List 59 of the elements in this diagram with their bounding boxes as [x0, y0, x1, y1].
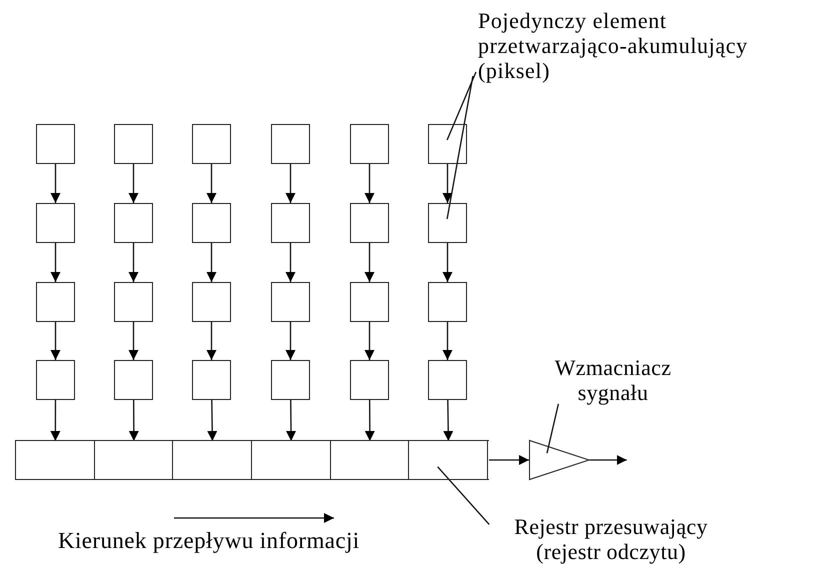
arrow — [364, 400, 375, 441]
arrow — [128, 243, 138, 282]
pixel-element — [350, 282, 389, 322]
arrow — [442, 164, 452, 203]
arrow — [50, 400, 60, 441]
pixel-element — [114, 124, 153, 164]
pixel-element — [428, 124, 467, 164]
pixel-element — [428, 203, 467, 243]
arrow — [206, 243, 216, 282]
arrow — [128, 400, 139, 441]
arrow — [206, 322, 216, 360]
arrow — [128, 322, 138, 360]
arrow — [442, 243, 452, 282]
pixel-element — [350, 124, 389, 164]
arrow — [443, 400, 454, 441]
register-annotation: Rejestr przesuwający (rejestr odczytu) — [480, 514, 742, 566]
pixel-element — [192, 282, 231, 322]
arrow — [286, 164, 296, 203]
direction-label: Kierunek przepływu informacji — [58, 528, 360, 553]
arrow — [286, 243, 296, 282]
arrow — [286, 322, 296, 360]
amplifier-label: Wzmacniacz sygnału — [548, 355, 678, 407]
arrow — [128, 164, 138, 203]
pixel-element — [36, 124, 75, 164]
pixel-element — [428, 360, 467, 400]
pixel-element — [192, 203, 231, 243]
pixel-element — [36, 282, 75, 322]
pixel-element — [350, 203, 389, 243]
arrow — [364, 322, 374, 360]
pixel-element — [114, 282, 153, 322]
pixel-annotation: Pojedynczy element przetwarzająco-akumulujący (piksel) — [478, 8, 818, 88]
arrow — [364, 164, 374, 203]
pixel-element — [350, 360, 389, 400]
pixel-element — [271, 203, 310, 243]
pixel-element — [271, 282, 310, 322]
arrow — [589, 455, 627, 465]
arrow — [364, 243, 374, 282]
leader-line — [546, 404, 560, 454]
arrow — [442, 322, 452, 360]
arrow — [50, 243, 60, 282]
pixel-element — [428, 282, 467, 322]
pixel-element — [36, 360, 75, 400]
arrow — [206, 164, 216, 203]
shift-register — [15, 440, 489, 480]
pixel-element — [192, 360, 231, 400]
arrow — [50, 164, 60, 203]
arrow — [489, 455, 529, 465]
arrow — [50, 322, 60, 360]
arrow — [207, 400, 218, 441]
leader-line — [446, 72, 477, 140]
leader-line — [446, 76, 474, 220]
pixel-element — [36, 203, 75, 243]
pixel-element — [114, 203, 153, 243]
arrow — [286, 400, 296, 441]
pixel-element — [192, 124, 231, 164]
pixel-element — [271, 124, 310, 164]
leader-line — [437, 466, 490, 525]
pixel-element — [114, 360, 153, 400]
pixel-element — [271, 360, 310, 400]
